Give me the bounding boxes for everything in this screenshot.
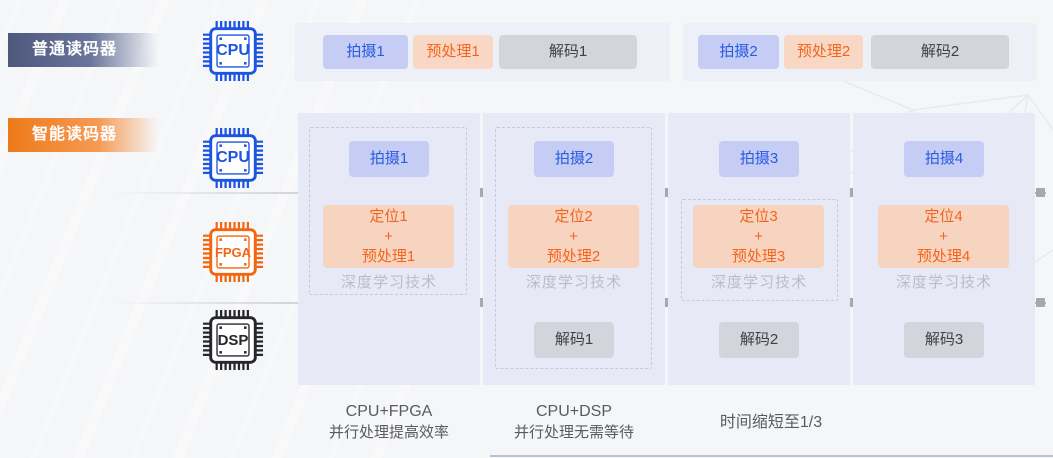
deep-learning-label: 深度学习技术 bbox=[710, 274, 807, 291]
smart-decode-1-block: 解码1 bbox=[534, 322, 614, 358]
chip-label: CPU bbox=[216, 42, 250, 59]
cpu-chip-icon: CPU bbox=[202, 127, 264, 189]
smart-capture-3-block: 拍摄3 bbox=[719, 141, 799, 177]
timeline-handle bbox=[661, 188, 670, 197]
smart-column-2-panel: 拍摄2 定位2 + 预处理2 深度学习技术 解码1 bbox=[483, 113, 665, 385]
smart-reader-ribbon: 智能读码器 bbox=[8, 118, 158, 152]
ordinary-decode-1-block: 解码1 bbox=[499, 35, 637, 69]
plus-sign: + bbox=[939, 228, 948, 245]
plus-sign: + bbox=[754, 228, 763, 245]
smart-capture-1-block: 拍摄1 bbox=[349, 141, 429, 177]
ordinary-reader-ribbon: 普通读码器 bbox=[8, 33, 158, 67]
preprocess-label: 预处理2 bbox=[546, 248, 601, 265]
cpu-chip-icon: CPU bbox=[202, 20, 264, 82]
caption-line2: 并行处理提高效率 bbox=[328, 424, 449, 441]
chip-frame bbox=[202, 127, 264, 189]
smart-column-3-panel: 拍摄3 定位3 + 预处理3 深度学习技术 解码2 bbox=[668, 113, 850, 385]
caption-cpu-dsp: CPU+DSP 并行处理无需等待 bbox=[464, 401, 684, 443]
smart-capture-2-block: 拍摄2 bbox=[534, 141, 614, 177]
ordinary-capture-2-block: 拍摄2 bbox=[698, 35, 779, 69]
ordinary-decode-2-block: 解码2 bbox=[871, 35, 1009, 69]
chip-label: DSP bbox=[217, 331, 249, 349]
timeline-handle bbox=[661, 298, 670, 307]
smart-locate-preprocess-3-block: 定位3 + 预处理3 bbox=[693, 205, 824, 268]
smart-column-1-panel: 拍摄1 定位1 + 预处理1 深度学习技术 bbox=[298, 113, 480, 385]
chip-label: CPU bbox=[216, 149, 250, 166]
timeline-handle bbox=[476, 188, 485, 197]
fpga-chip-icon: FPGA bbox=[202, 221, 264, 283]
deep-learning-label: 深度学习技术 bbox=[340, 274, 437, 291]
chip-frame bbox=[202, 20, 264, 82]
caption-cpu-fpga: CPU+FPGA 并行处理提高效率 bbox=[279, 401, 499, 443]
locate-label: 定位2 bbox=[554, 208, 593, 225]
caption-line2: 并行处理无需等待 bbox=[513, 424, 634, 441]
smart-locate-preprocess-1-block: 定位1 + 预处理1 bbox=[323, 205, 454, 268]
preprocess-label: 预处理3 bbox=[731, 248, 786, 265]
chip-label: FPGA bbox=[214, 244, 252, 260]
caption-time-reduced: 时间缩短至1/3 bbox=[661, 401, 881, 433]
ordinary-preprocess-2-block: 预处理2 bbox=[784, 35, 863, 69]
timeline-handle bbox=[476, 298, 485, 307]
preprocess-label: 预处理1 bbox=[361, 248, 416, 265]
caption-line1: CPU+FPGA bbox=[345, 403, 433, 420]
preprocess-label: 预处理4 bbox=[916, 248, 971, 265]
dsp-chip-icon: DSP bbox=[202, 309, 264, 371]
smart-capture-4-block: 拍摄4 bbox=[904, 141, 984, 177]
deep-learning-label: 深度学习技术 bbox=[525, 274, 622, 291]
smart-column-4-panel: 拍摄4 定位4 + 预处理4 深度学习技术 解码3 bbox=[853, 113, 1035, 385]
locate-label: 定位3 bbox=[739, 208, 778, 225]
timeline-handle bbox=[846, 188, 855, 197]
smart-locate-preprocess-2-block: 定位2 + 预处理2 bbox=[508, 205, 639, 268]
smart-locate-preprocess-4-block: 定位4 + 预处理4 bbox=[878, 205, 1009, 268]
plus-sign: + bbox=[569, 228, 578, 245]
chip-frame bbox=[202, 309, 264, 371]
timeline-handle bbox=[846, 298, 855, 307]
caption-line1: CPU+DSP bbox=[535, 403, 613, 420]
locate-label: 定位1 bbox=[369, 208, 408, 225]
ordinary-capture-1-block: 拍摄1 bbox=[323, 35, 408, 69]
timeline-handle bbox=[1036, 298, 1045, 307]
bottom-divider-line bbox=[490, 455, 1053, 457]
caption-line1: 时间缩短至1/3 bbox=[719, 414, 823, 431]
chip-frame bbox=[202, 221, 264, 283]
smart-decode-3-block: 解码3 bbox=[904, 322, 984, 358]
smart-decode-2-block: 解码2 bbox=[719, 322, 799, 358]
plus-sign: + bbox=[384, 228, 393, 245]
ordinary-preprocess-1-block: 预处理1 bbox=[413, 35, 493, 69]
timeline-handle bbox=[1036, 188, 1045, 197]
deep-learning-label: 深度学习技术 bbox=[895, 274, 992, 291]
locate-label: 定位4 bbox=[924, 208, 963, 225]
